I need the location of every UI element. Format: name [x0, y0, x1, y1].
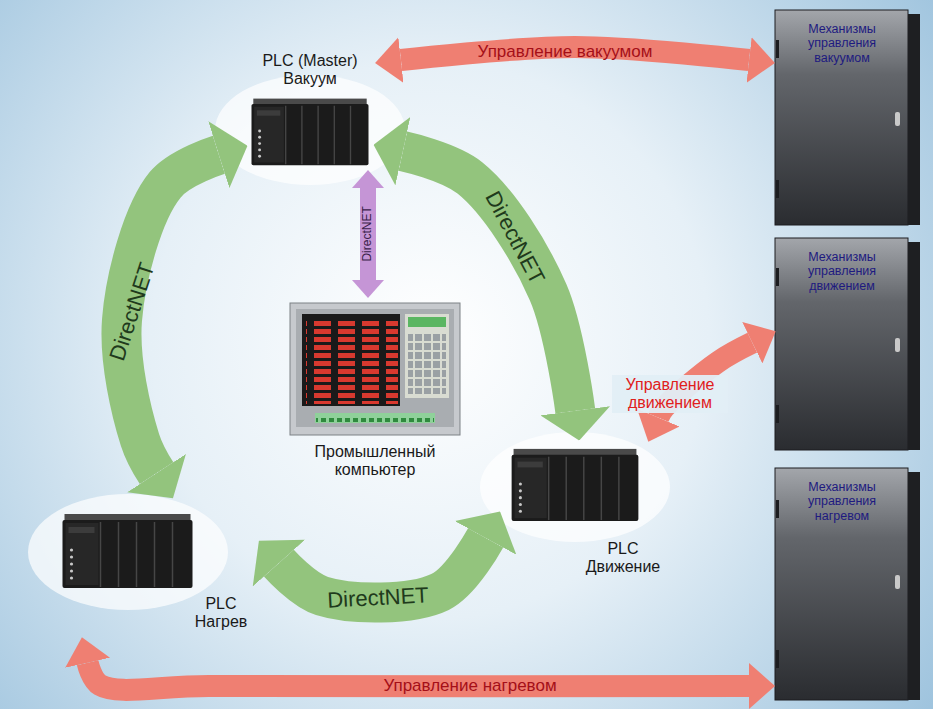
plc-rack: [512, 449, 639, 521]
cabinet: [775, 238, 920, 450]
edge-label: Управление нагревом: [360, 676, 580, 696]
cabinet-box: Механизмы управления вакуумом: [775, 10, 908, 225]
cabinet: [775, 468, 920, 700]
node-text-group: PLC Движение: [577, 540, 669, 577]
node-label: Механизмы управления движением: [800, 250, 884, 293]
node-text-group: Механизмы управления вакуумом: [800, 22, 884, 65]
node-text-group: Механизмы управления нагревом: [800, 480, 884, 523]
industrial-computer: [290, 303, 460, 435]
node-text-group: PLC Нагрев: [187, 595, 255, 632]
edge-label: Управление движением: [612, 375, 728, 414]
node-text-group: PLC (Master) Вакуум: [255, 52, 365, 89]
edge-label: DirectNET: [361, 189, 375, 279]
network-arrow: [360, 188, 376, 280]
node-text-group: Промышленный компьютер: [305, 443, 445, 480]
industrial-pc: Промышленный компьютер: [285, 298, 465, 493]
node-text-group: Механизмы управления движением: [800, 250, 884, 293]
node-label: PLC (Master) Вакуум: [255, 52, 365, 89]
plc-unit: PLC (Master) Вакуум: [245, 50, 375, 170]
plc-unit: PLC Нагрев: [55, 500, 255, 640]
cabinet-box: Механизмы управления нагревом: [775, 468, 908, 700]
node-label: Механизмы управления нагревом: [800, 480, 884, 523]
node-label: Промышленный компьютер: [305, 443, 445, 480]
cabinet: [775, 10, 920, 225]
node-label: Механизмы управления вакуумом: [800, 22, 884, 65]
edge-label: Управление вакуумом: [455, 42, 675, 62]
node-label: PLC Нагрев: [187, 595, 255, 632]
node-label: PLC Движение: [577, 540, 669, 577]
network-arrow: [403, 151, 575, 411]
plc-rack: [63, 514, 193, 588]
plc-unit: PLC Движение: [505, 440, 670, 595]
plc-rack: [252, 99, 369, 166]
cabinet-box: Механизмы управления движением: [775, 238, 908, 450]
